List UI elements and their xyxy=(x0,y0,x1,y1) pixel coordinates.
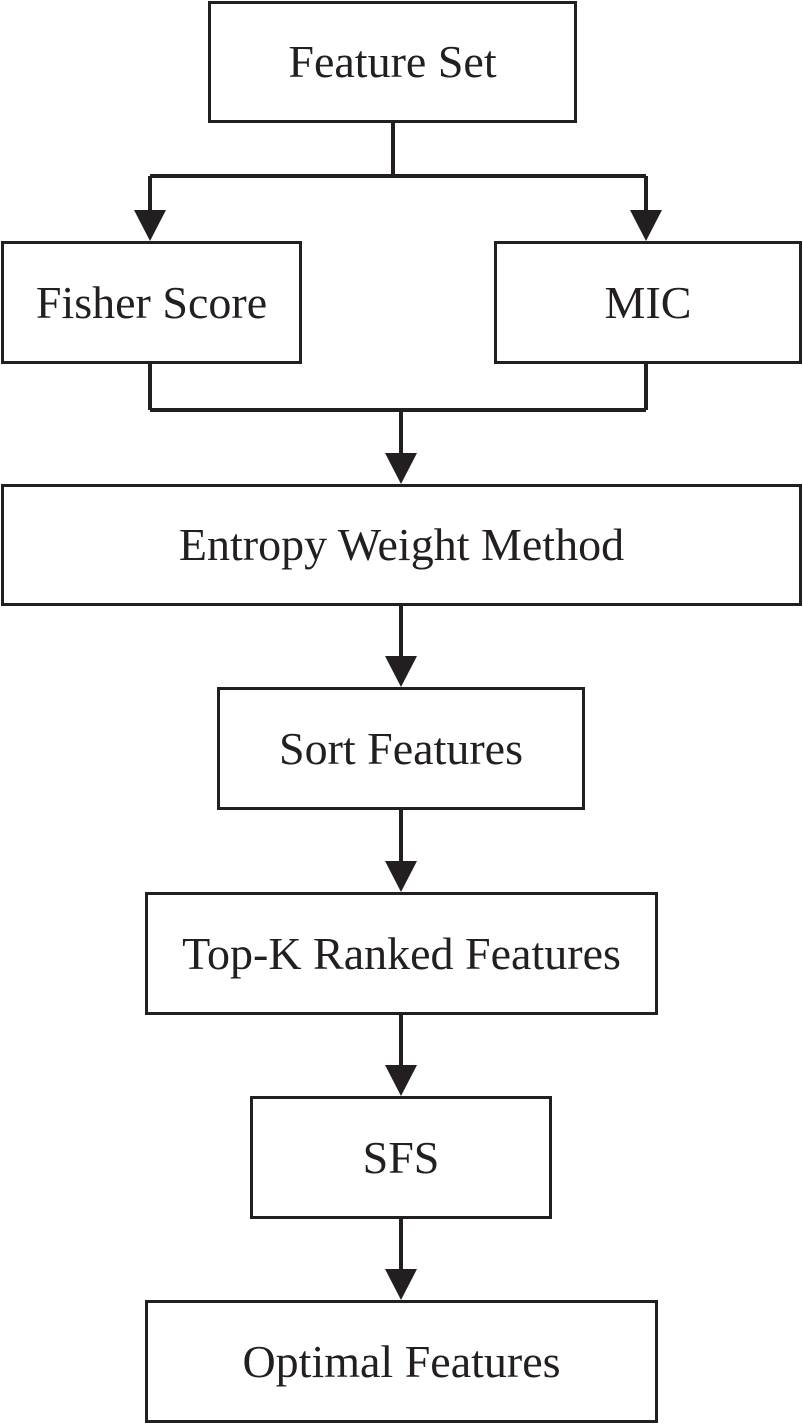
arrowhead-to-fisher-score xyxy=(134,210,166,241)
connector-merge-to-entropy xyxy=(148,364,648,455)
arrowhead-to-sfs xyxy=(385,1065,417,1096)
feature-set-node: Feature Set xyxy=(208,1,577,123)
connector-feature-set-split xyxy=(148,123,648,212)
mic-node: MIC xyxy=(494,241,802,364)
arrowhead-to-optimal xyxy=(385,1269,417,1300)
sfs-node: SFS xyxy=(250,1096,552,1219)
entropy-weight-method-label: Entropy Weight Method xyxy=(178,519,625,570)
mic-label: MIC xyxy=(604,276,692,328)
optimal-features-node: Optimal Features xyxy=(145,1300,658,1423)
top-k-ranked-features-label: Top-K Ranked Features xyxy=(182,927,621,979)
arrowhead-to-mic xyxy=(630,210,662,241)
fisher-score-node: Fisher Score xyxy=(1,241,302,364)
fisher-score-label: Fisher Score xyxy=(35,276,268,328)
top-k-ranked-features-node: Top-K Ranked Features xyxy=(145,892,658,1015)
arrowhead-to-entropy xyxy=(385,453,417,484)
entropy-weight-method-node: Entropy Weight Method xyxy=(1,484,802,606)
sfs-label: SFS xyxy=(362,1131,440,1183)
arrowhead-to-sort xyxy=(385,656,417,687)
arrowhead-to-topk xyxy=(385,861,417,892)
optimal-features-label: Optimal Features xyxy=(242,1335,561,1387)
sort-features-node: Sort Features xyxy=(217,687,585,810)
sort-features-label: Sort Features xyxy=(278,722,523,774)
feature-set-label: Feature Set xyxy=(288,36,497,87)
